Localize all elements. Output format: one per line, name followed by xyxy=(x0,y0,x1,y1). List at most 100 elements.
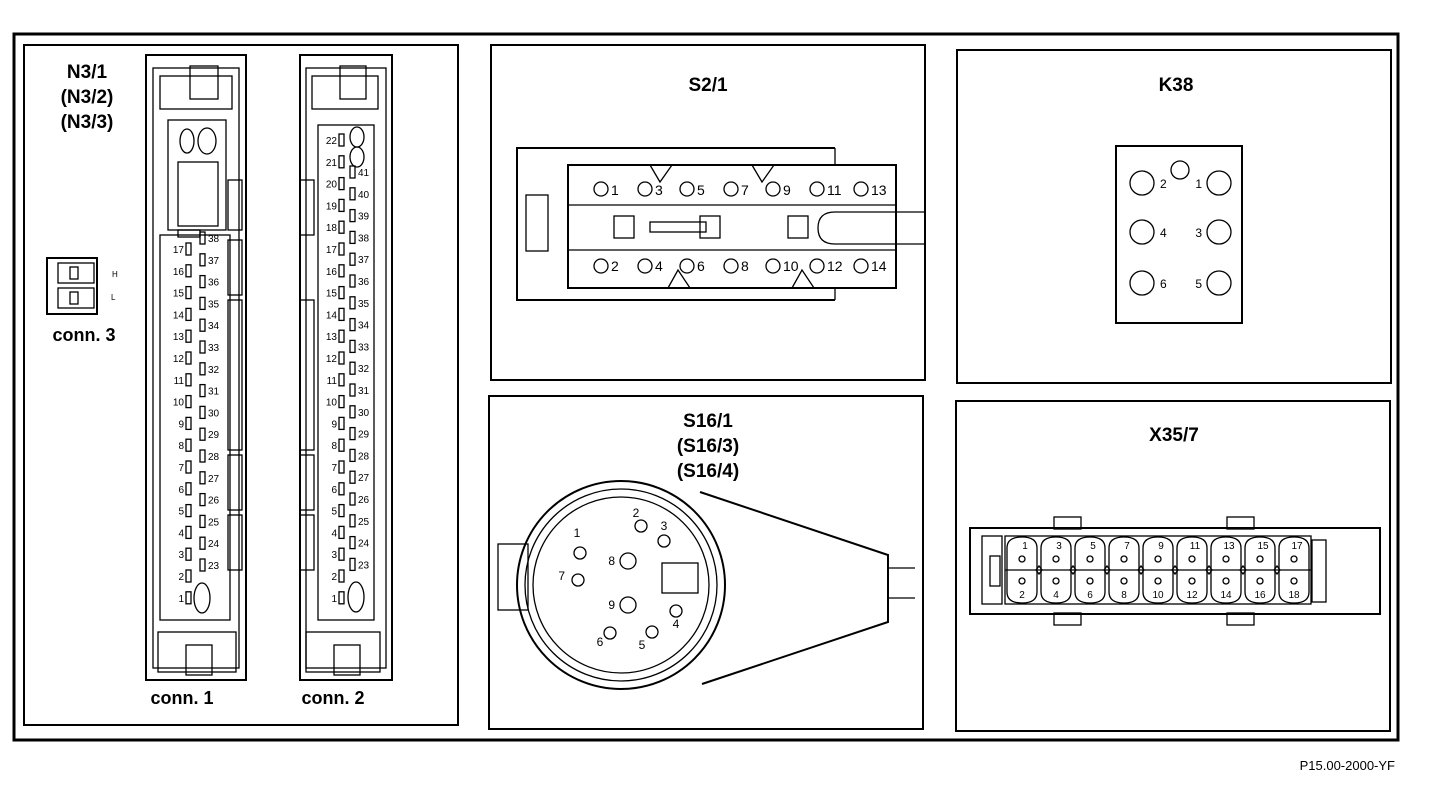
conn1-pin-label: 8 xyxy=(178,441,184,452)
s21-pin-label: 12 xyxy=(827,258,843,274)
conn1-pin xyxy=(185,460,192,474)
x357-cavity xyxy=(1006,536,1038,570)
conn1-pin-label: 37 xyxy=(208,256,220,267)
x357-cavity xyxy=(1074,570,1106,604)
conn1-pin-label: 6 xyxy=(178,485,184,496)
conn2-pin xyxy=(349,274,356,288)
conn2-pin-label: 40 xyxy=(358,190,370,201)
conn2-pin-label: 4 xyxy=(331,528,337,539)
conn1-pin-list: 1716151413121110987654321383736353433323… xyxy=(173,231,220,605)
conn2-pin-label: 9 xyxy=(331,419,337,430)
s21-pin xyxy=(679,258,695,274)
conn2-pin-label: 10 xyxy=(326,398,338,409)
s161-pin-label: 2 xyxy=(633,506,640,520)
s21-pin-label: 2 xyxy=(611,258,619,274)
s161-pin xyxy=(669,604,683,618)
conn1-pin-label: 29 xyxy=(208,430,220,441)
conn2-pin xyxy=(338,416,345,431)
s161-title-line-3: (S16/4) xyxy=(677,461,739,482)
conn1-connector: 1716151413121110987654321383736353433323… xyxy=(145,54,247,681)
x357-cavity xyxy=(1210,570,1242,604)
conn3-connector: H L xyxy=(46,257,118,315)
conn2-pin-label: 37 xyxy=(358,255,370,266)
conn2-pin-label: 14 xyxy=(326,310,338,321)
conn3-label: conn. 3 xyxy=(52,325,115,345)
conn1-pin-label: 16 xyxy=(173,267,185,278)
conn2-pin xyxy=(338,482,345,496)
conn1-pin-label: 31 xyxy=(208,387,220,398)
conn2-pin-label: 41 xyxy=(358,168,370,179)
x357-pin-label: 7 xyxy=(1124,541,1130,552)
s21-pin-label: 13 xyxy=(871,182,887,198)
conn1-pin xyxy=(199,253,206,267)
s21-pin xyxy=(853,258,869,274)
x357-cavity xyxy=(1244,536,1276,570)
x357-pin xyxy=(1086,577,1094,585)
conn1-pin xyxy=(199,471,206,485)
x357-cavity xyxy=(1142,570,1174,604)
conn2-pin xyxy=(338,438,345,452)
x357-pin-label: 11 xyxy=(1190,541,1201,552)
s21-pin xyxy=(637,258,653,274)
conn2-pin-label: 6 xyxy=(331,485,337,496)
s161-pin-label: 4 xyxy=(673,617,680,631)
s21-pin-label: 1 xyxy=(611,182,619,198)
x357-pin-label: 4 xyxy=(1053,590,1059,601)
k38-pin xyxy=(1206,270,1232,296)
diagram-code: P15.00-2000-YF xyxy=(1300,758,1395,773)
s161-pin-label: 5 xyxy=(639,638,646,652)
conn2-pin xyxy=(349,557,356,572)
x357-pin xyxy=(1256,555,1264,563)
conn1-pin-label: 27 xyxy=(208,474,220,485)
conn2-pin xyxy=(349,165,356,179)
x357-pin-label: 13 xyxy=(1223,541,1235,552)
x357-pin-label: 15 xyxy=(1257,541,1269,552)
conn1-pin-label: 7 xyxy=(178,463,184,474)
s161-pin-label: 3 xyxy=(661,519,668,533)
x357-pin-label: 5 xyxy=(1090,541,1096,552)
ecu-title-line-3: (N3/3) xyxy=(61,112,114,133)
x357-pin xyxy=(1154,555,1162,563)
conn2-pin-label: 18 xyxy=(326,223,338,234)
conn1-pin xyxy=(185,329,192,343)
s161-pin-label: 9 xyxy=(608,598,615,612)
conn2-pin xyxy=(338,373,345,387)
conn1-pin-label: 33 xyxy=(208,343,220,354)
s21-pin xyxy=(723,258,739,274)
conn3-body xyxy=(46,257,98,315)
x357-key xyxy=(1205,564,1213,576)
s161-title-line-1: S16/1 xyxy=(683,411,733,432)
x357-pin-label: 12 xyxy=(1186,590,1198,601)
conn1-pin-label: 32 xyxy=(208,365,220,376)
x357-cavity xyxy=(1244,570,1276,604)
conn2-pin-label: 24 xyxy=(358,539,370,550)
conn1-pin xyxy=(185,373,192,387)
conn2-pin-label: 20 xyxy=(326,180,338,191)
x357-cavity xyxy=(1006,570,1038,604)
k38-pin xyxy=(1206,170,1232,196)
x357-pin-label: 3 xyxy=(1056,541,1062,552)
x357-pin-label: 17 xyxy=(1291,541,1303,552)
conn1-pin xyxy=(199,318,206,332)
x357-key xyxy=(1069,564,1077,576)
x357-cavity xyxy=(1278,570,1310,604)
conn1-pin xyxy=(185,482,192,496)
conn2-label: conn. 2 xyxy=(301,688,364,708)
conn2-pin-label: 5 xyxy=(331,507,337,518)
conn2-pin-label: 15 xyxy=(326,289,338,300)
conn1-pin xyxy=(185,591,192,605)
conn2-pin xyxy=(349,296,356,310)
s161-title-line-2: (S16/3) xyxy=(677,436,739,457)
conn2-pin xyxy=(338,198,345,213)
conn2-pin-label: 33 xyxy=(358,342,370,353)
panel-ecu: N3/1 (N3/2) (N3/3) H L conn. 3 xyxy=(23,44,459,726)
s161-pin-label: 6 xyxy=(597,635,604,649)
x357-pin xyxy=(1154,577,1162,585)
s21-pin xyxy=(593,258,609,274)
k38-pin-label: 5 xyxy=(1195,277,1202,291)
x357-pin xyxy=(1018,555,1026,563)
